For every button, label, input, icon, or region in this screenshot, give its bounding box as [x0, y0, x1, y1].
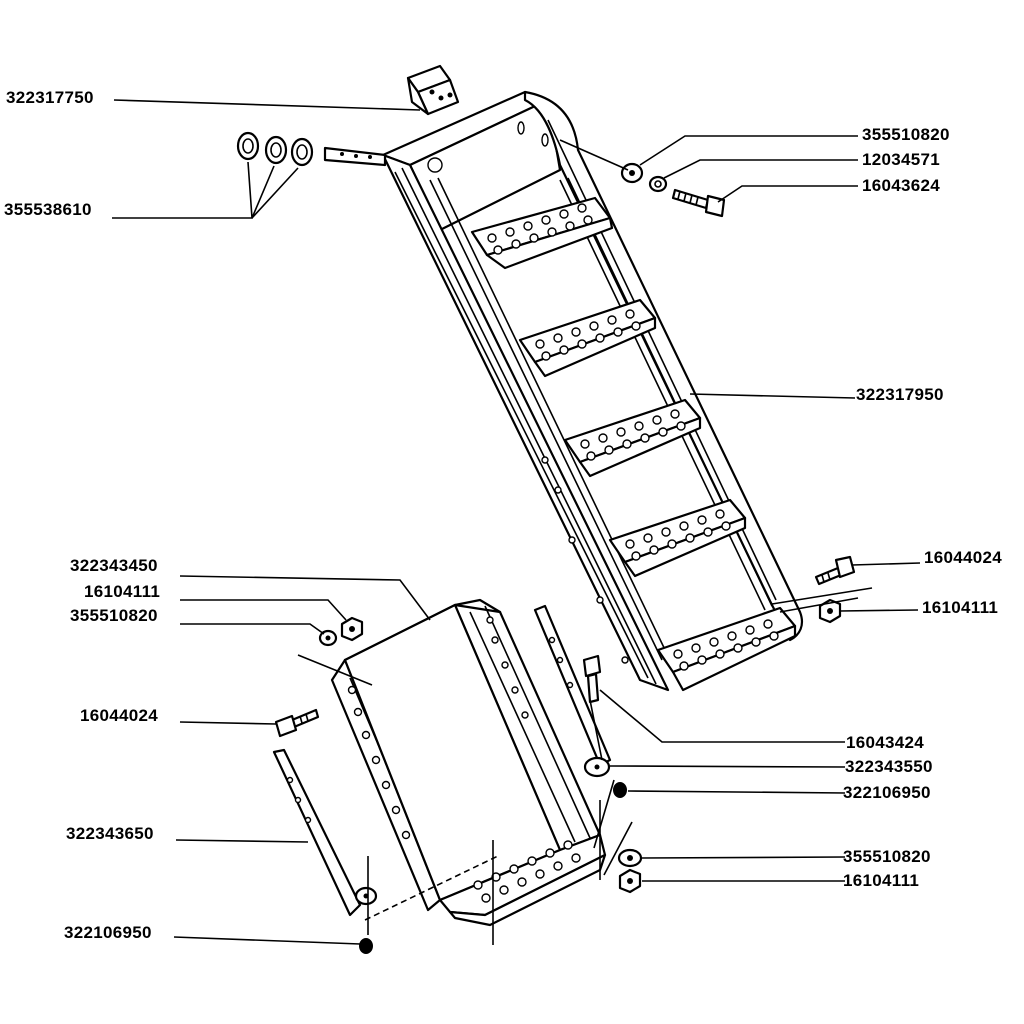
left-bracket-part — [272, 748, 378, 917]
part-label-322106950-left: 322106950 — [64, 923, 152, 942]
part-label-355510820-left: 355510820 — [70, 606, 158, 625]
rubber-pad-part — [406, 64, 460, 116]
left-washer-part — [318, 629, 338, 647]
upper-tread-4 — [608, 498, 747, 578]
upper-tread-3 — [563, 398, 702, 478]
part-label-322317950: 322317950 — [856, 385, 944, 404]
upper-tread-2 — [518, 298, 657, 378]
top-bolt-part — [671, 188, 726, 218]
part-label-16044024-right: 16044024 — [924, 548, 1003, 567]
part-label-322106950-right: 322106950 — [843, 783, 931, 802]
top-spring-washer-part — [648, 175, 668, 193]
part-label-355510820-bottom: 355510820 — [843, 847, 931, 866]
right-bracket-part — [533, 604, 612, 778]
bottom-nut-part — [618, 868, 642, 894]
part-label-355510820-top: 355510820 — [862, 125, 950, 144]
washers-part — [236, 131, 314, 167]
part-label-355538610: 355538610 — [4, 200, 92, 219]
part-label-16104111-bottom: 16104111 — [843, 871, 920, 890]
upper-tread-5 — [656, 606, 797, 692]
upper-tread-1 — [470, 196, 614, 270]
bottom-washer-part — [617, 848, 643, 868]
left-bolt-part — [274, 708, 320, 738]
left-nut-part — [340, 616, 364, 642]
part-label-16043624: 16043624 — [862, 176, 941, 195]
part-label-322343450: 322343450 — [70, 556, 158, 575]
part-label-16044024-left: 16044024 — [80, 706, 159, 725]
hinge-pin-part — [323, 146, 387, 167]
right-nut-part — [818, 598, 842, 624]
vertical-bolt-part — [582, 654, 602, 704]
upper-ladder-assembly — [381, 90, 804, 692]
part-label-322343650: 322343650 — [66, 824, 154, 843]
right-bolt-part — [814, 555, 856, 586]
top-washer-part — [620, 162, 644, 184]
part-label-16104111-left: 16104111 — [84, 582, 161, 601]
lower-step-assembly — [330, 598, 607, 927]
rubber-buffer-right-part — [613, 782, 627, 798]
part-label-16104111-right: 16104111 — [922, 598, 999, 617]
leader-lines — [112, 99, 921, 945]
part-label-322317750: 322317750 — [6, 88, 94, 107]
part-label-322343550: 322343550 — [845, 757, 933, 776]
rubber-buffer-left-part — [359, 938, 373, 954]
part-label-16043424: 16043424 — [846, 733, 925, 752]
part-label-12034571: 12034571 — [862, 150, 941, 169]
